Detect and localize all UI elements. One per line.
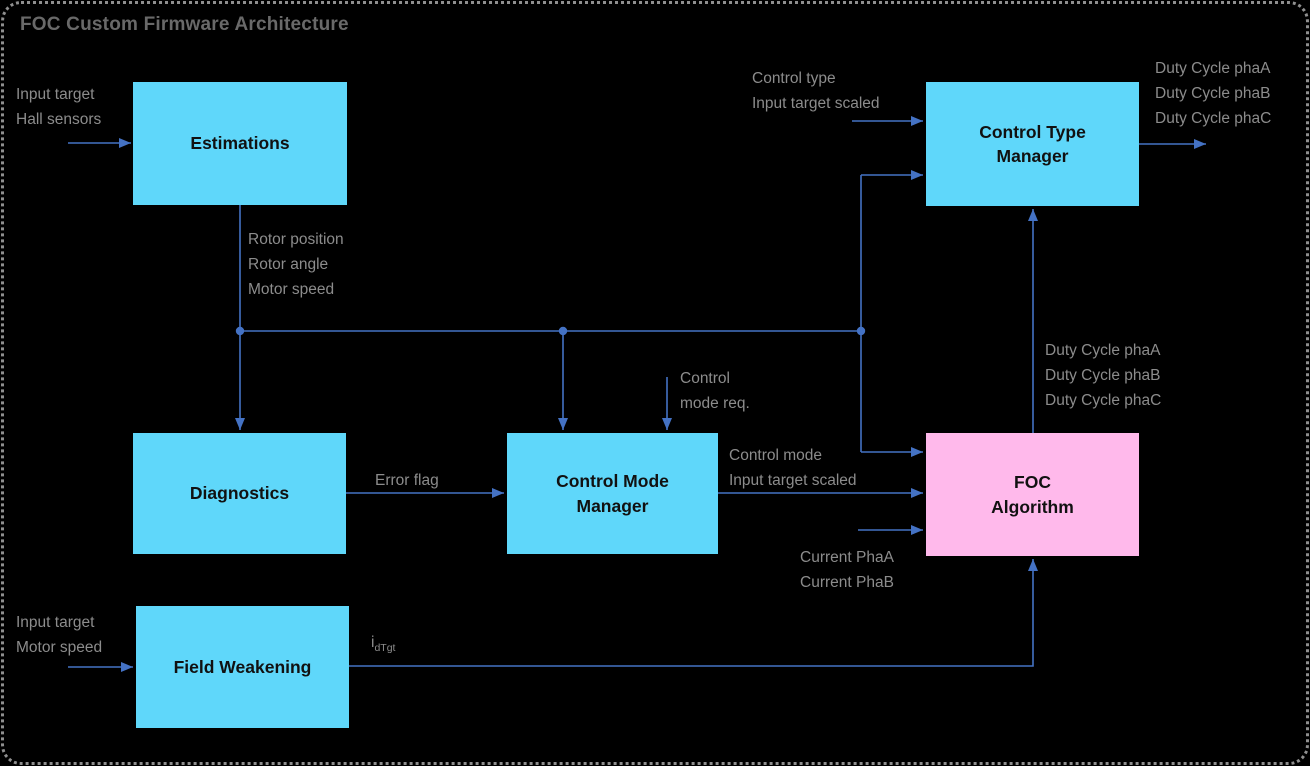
label-estimations-inputs: Input target Hall sensors: [16, 86, 102, 128]
bus-junction-dot: [856, 326, 866, 336]
bus-junction-dot: [235, 326, 245, 336]
diagram-title: FOC Custom Firmware Architecture: [20, 14, 349, 35]
label-current-inputs: Current PhaA Current PhaB: [800, 549, 894, 591]
edge-field-weakening-to-foc: [349, 559, 1038, 667]
bus-junction-dot: [558, 326, 568, 336]
label-error-flag: Error flag: [375, 472, 439, 489]
node-estimations: Estimations: [133, 82, 347, 205]
label-control-mode-outputs: Control mode Input target scaled: [729, 447, 857, 489]
node-control-type-manager: Control Type Manager: [926, 82, 1139, 206]
label-control-mode-request: Control mode req.: [680, 370, 750, 412]
node-diagnostics: Diagnostics: [133, 433, 346, 554]
node-field-weakening: Field Weakening: [136, 606, 349, 728]
label-id-target: idTgt: [371, 634, 396, 655]
label-control-type-inputs: Control type Input target scaled: [752, 70, 880, 112]
node-control-mode-manager: Control Mode Manager: [507, 433, 718, 554]
label-duty-cycle-feedback: Duty Cycle phaA Duty Cycle phaB Duty Cyc…: [1045, 342, 1162, 409]
node-foc-algorithm: FOC Algorithm: [926, 433, 1139, 556]
label-duty-cycle-outputs: Duty Cycle phaA Duty Cycle phaB Duty Cyc…: [1155, 60, 1272, 127]
label-estimations-outputs: Rotor position Rotor angle Motor speed: [248, 231, 344, 298]
label-field-weakening-inputs: Input target Motor speed: [16, 614, 103, 656]
